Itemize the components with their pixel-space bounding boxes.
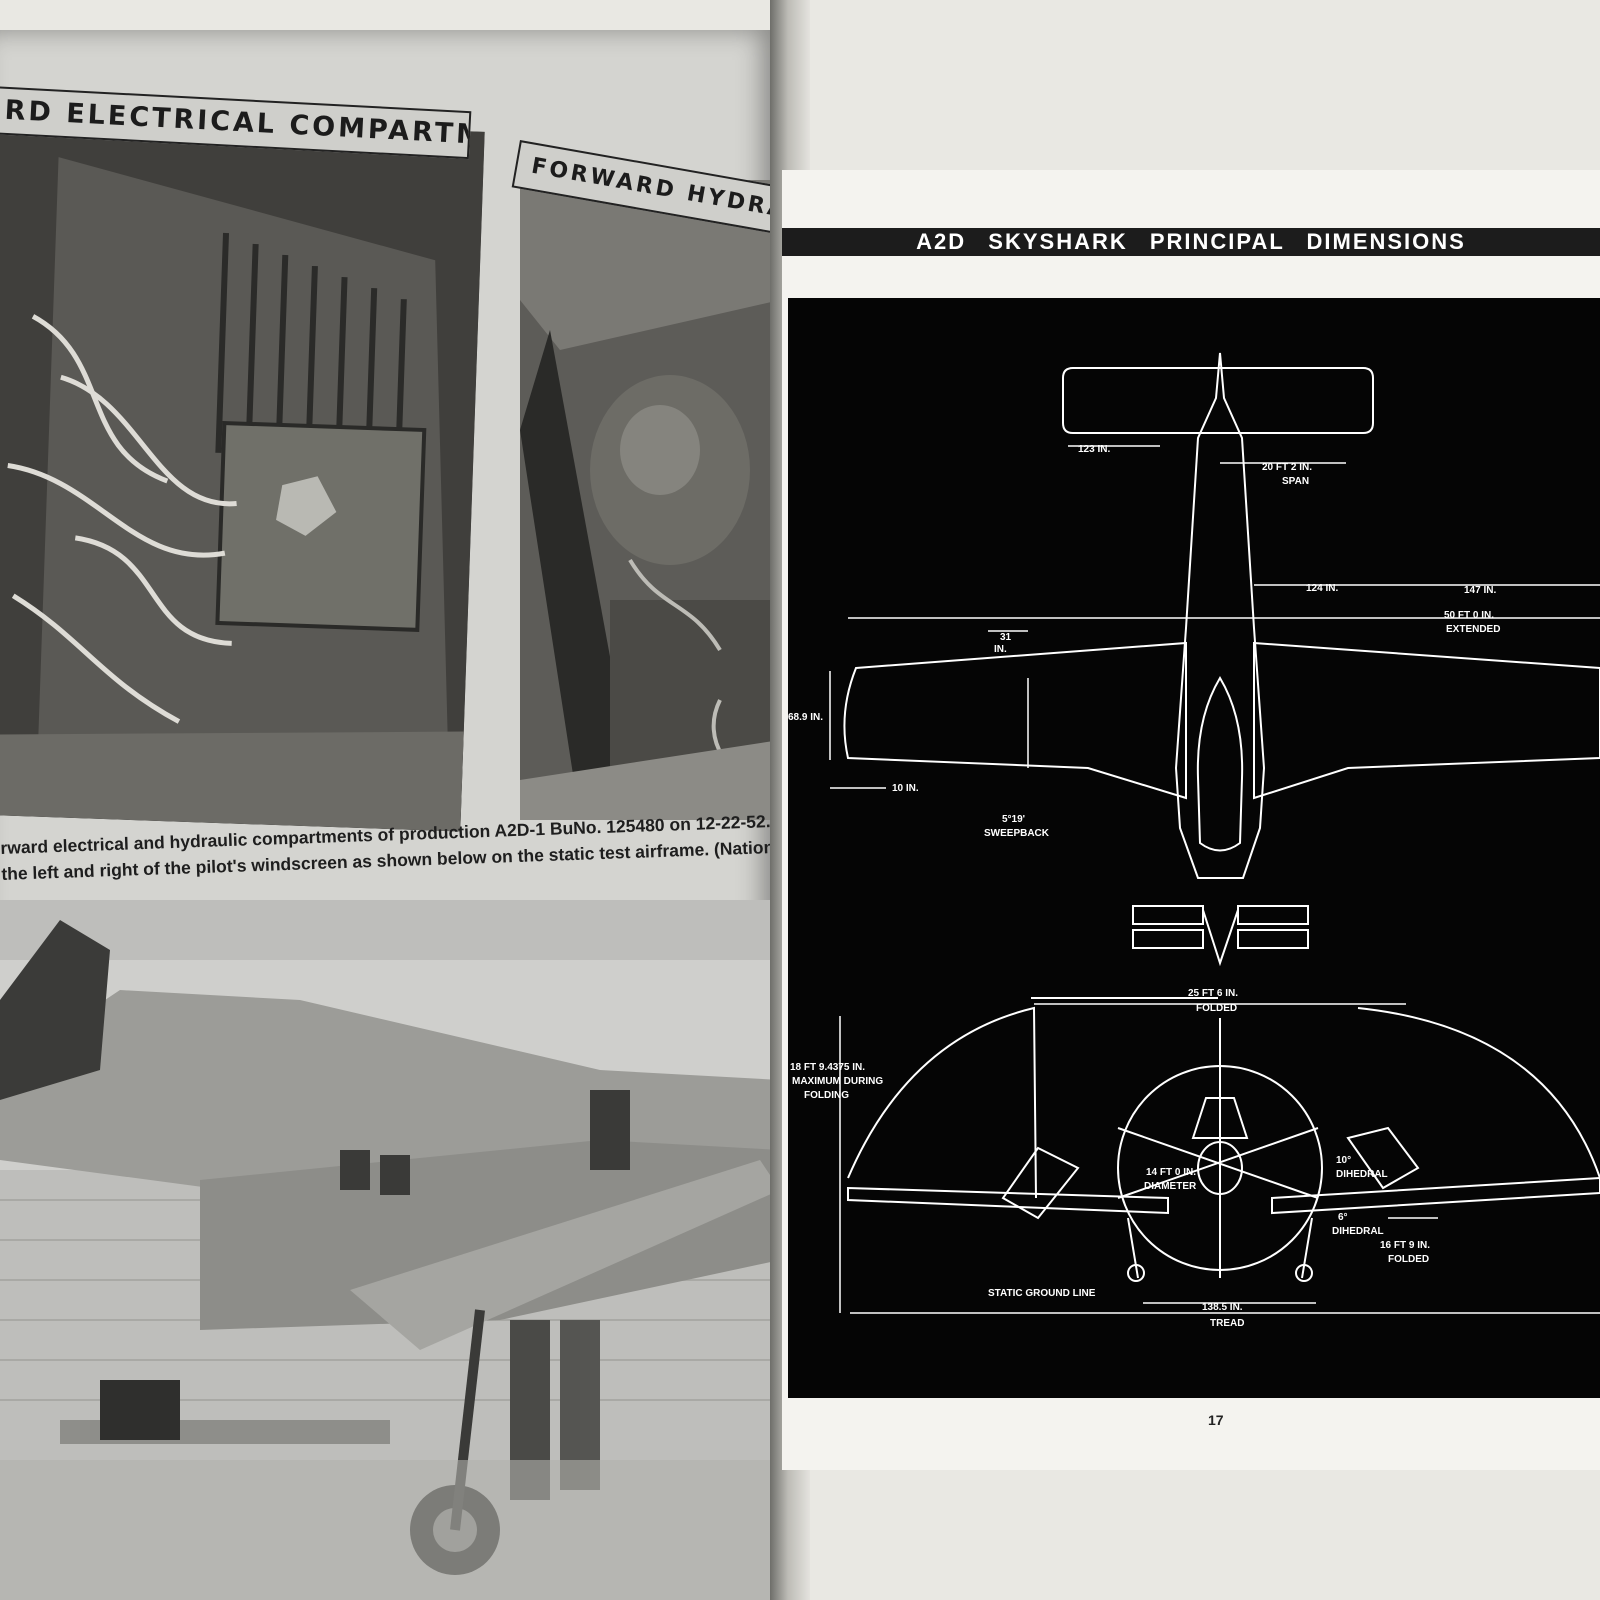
tail-span-label: 20 FT 2 IN. — [1262, 462, 1312, 473]
front-view-outline — [847, 997, 1600, 1282]
prop-diameter-label: 14 FT 0 IN. — [1146, 1167, 1196, 1178]
tip-chord-label-b: IN. — [994, 644, 1007, 655]
page-number: 17 — [1208, 1412, 1224, 1428]
left-page: RD ELECTRICAL COMPARTMENT FORWARD HYDRAU… — [0, 30, 780, 1600]
wing-span-label: 50 FT 0 IN. — [1444, 610, 1494, 621]
electrical-compartment-photo — [0, 115, 485, 832]
height-max-line3: FOLDING — [804, 1090, 849, 1101]
sweep-label: 5°19' — [1002, 814, 1025, 825]
folded-span-label: 25 FT 6 IN. — [1188, 988, 1238, 999]
wing-outer-label: 147 IN. — [1464, 585, 1496, 596]
dihedral-outer-caption: DIHEDRAL — [1336, 1169, 1388, 1180]
folded-height-caption: FOLDED — [1388, 1254, 1429, 1265]
height-max-label: 18 FT 9.4375 IN. — [790, 1062, 865, 1073]
tread-caption: TREAD — [1210, 1318, 1244, 1329]
prop-diameter-caption: DIAMETER — [1144, 1181, 1197, 1192]
dimensions-drawing: 123 IN. 20 FT 2 IN. SPAN 124 IN. 147 IN.… — [788, 298, 1600, 1398]
dihedral-inner-label: 6° — [1338, 1212, 1348, 1223]
folded-span-caption: FOLDED — [1196, 1003, 1237, 1014]
height-max-line2: MAXIMUM DURING — [792, 1076, 883, 1087]
static-test-airframe-photo — [0, 900, 780, 1600]
tip-chord-label-a: 31 — [1000, 632, 1012, 643]
tail-span-caption: SPAN — [1282, 476, 1309, 487]
right-page: A2D SKYSHARK PRINCIPAL DIMENSIONS — [782, 170, 1600, 1470]
dihedral-inner-caption: DIHEDRAL — [1332, 1226, 1384, 1237]
wing-inner-label: 124 IN. — [1306, 583, 1338, 594]
root-chord-label: 68.9 IN. — [788, 712, 823, 723]
page-title: A2D SKYSHARK PRINCIPAL DIMENSIONS — [782, 228, 1600, 256]
hydraulic-compartment-photo — [520, 180, 780, 820]
tread-label: 138.5 IN. — [1202, 1302, 1243, 1313]
folded-height-label: 16 FT 9 IN. — [1380, 1240, 1430, 1251]
ground-line-label: STATIC GROUND LINE — [988, 1288, 1096, 1299]
tip-offset-label: 10 IN. — [892, 783, 919, 794]
top-view-planform — [843, 352, 1600, 967]
front-view-dimension-lines — [839, 1003, 1600, 1314]
sweep-caption: SWEEPBACK — [984, 828, 1050, 839]
top-view-dimension-lines — [829, 445, 1600, 789]
dihedral-outer-label: 10° — [1336, 1155, 1351, 1166]
stab-half-label: 123 IN. — [1078, 444, 1110, 455]
wing-span-caption: EXTENDED — [1446, 624, 1500, 635]
